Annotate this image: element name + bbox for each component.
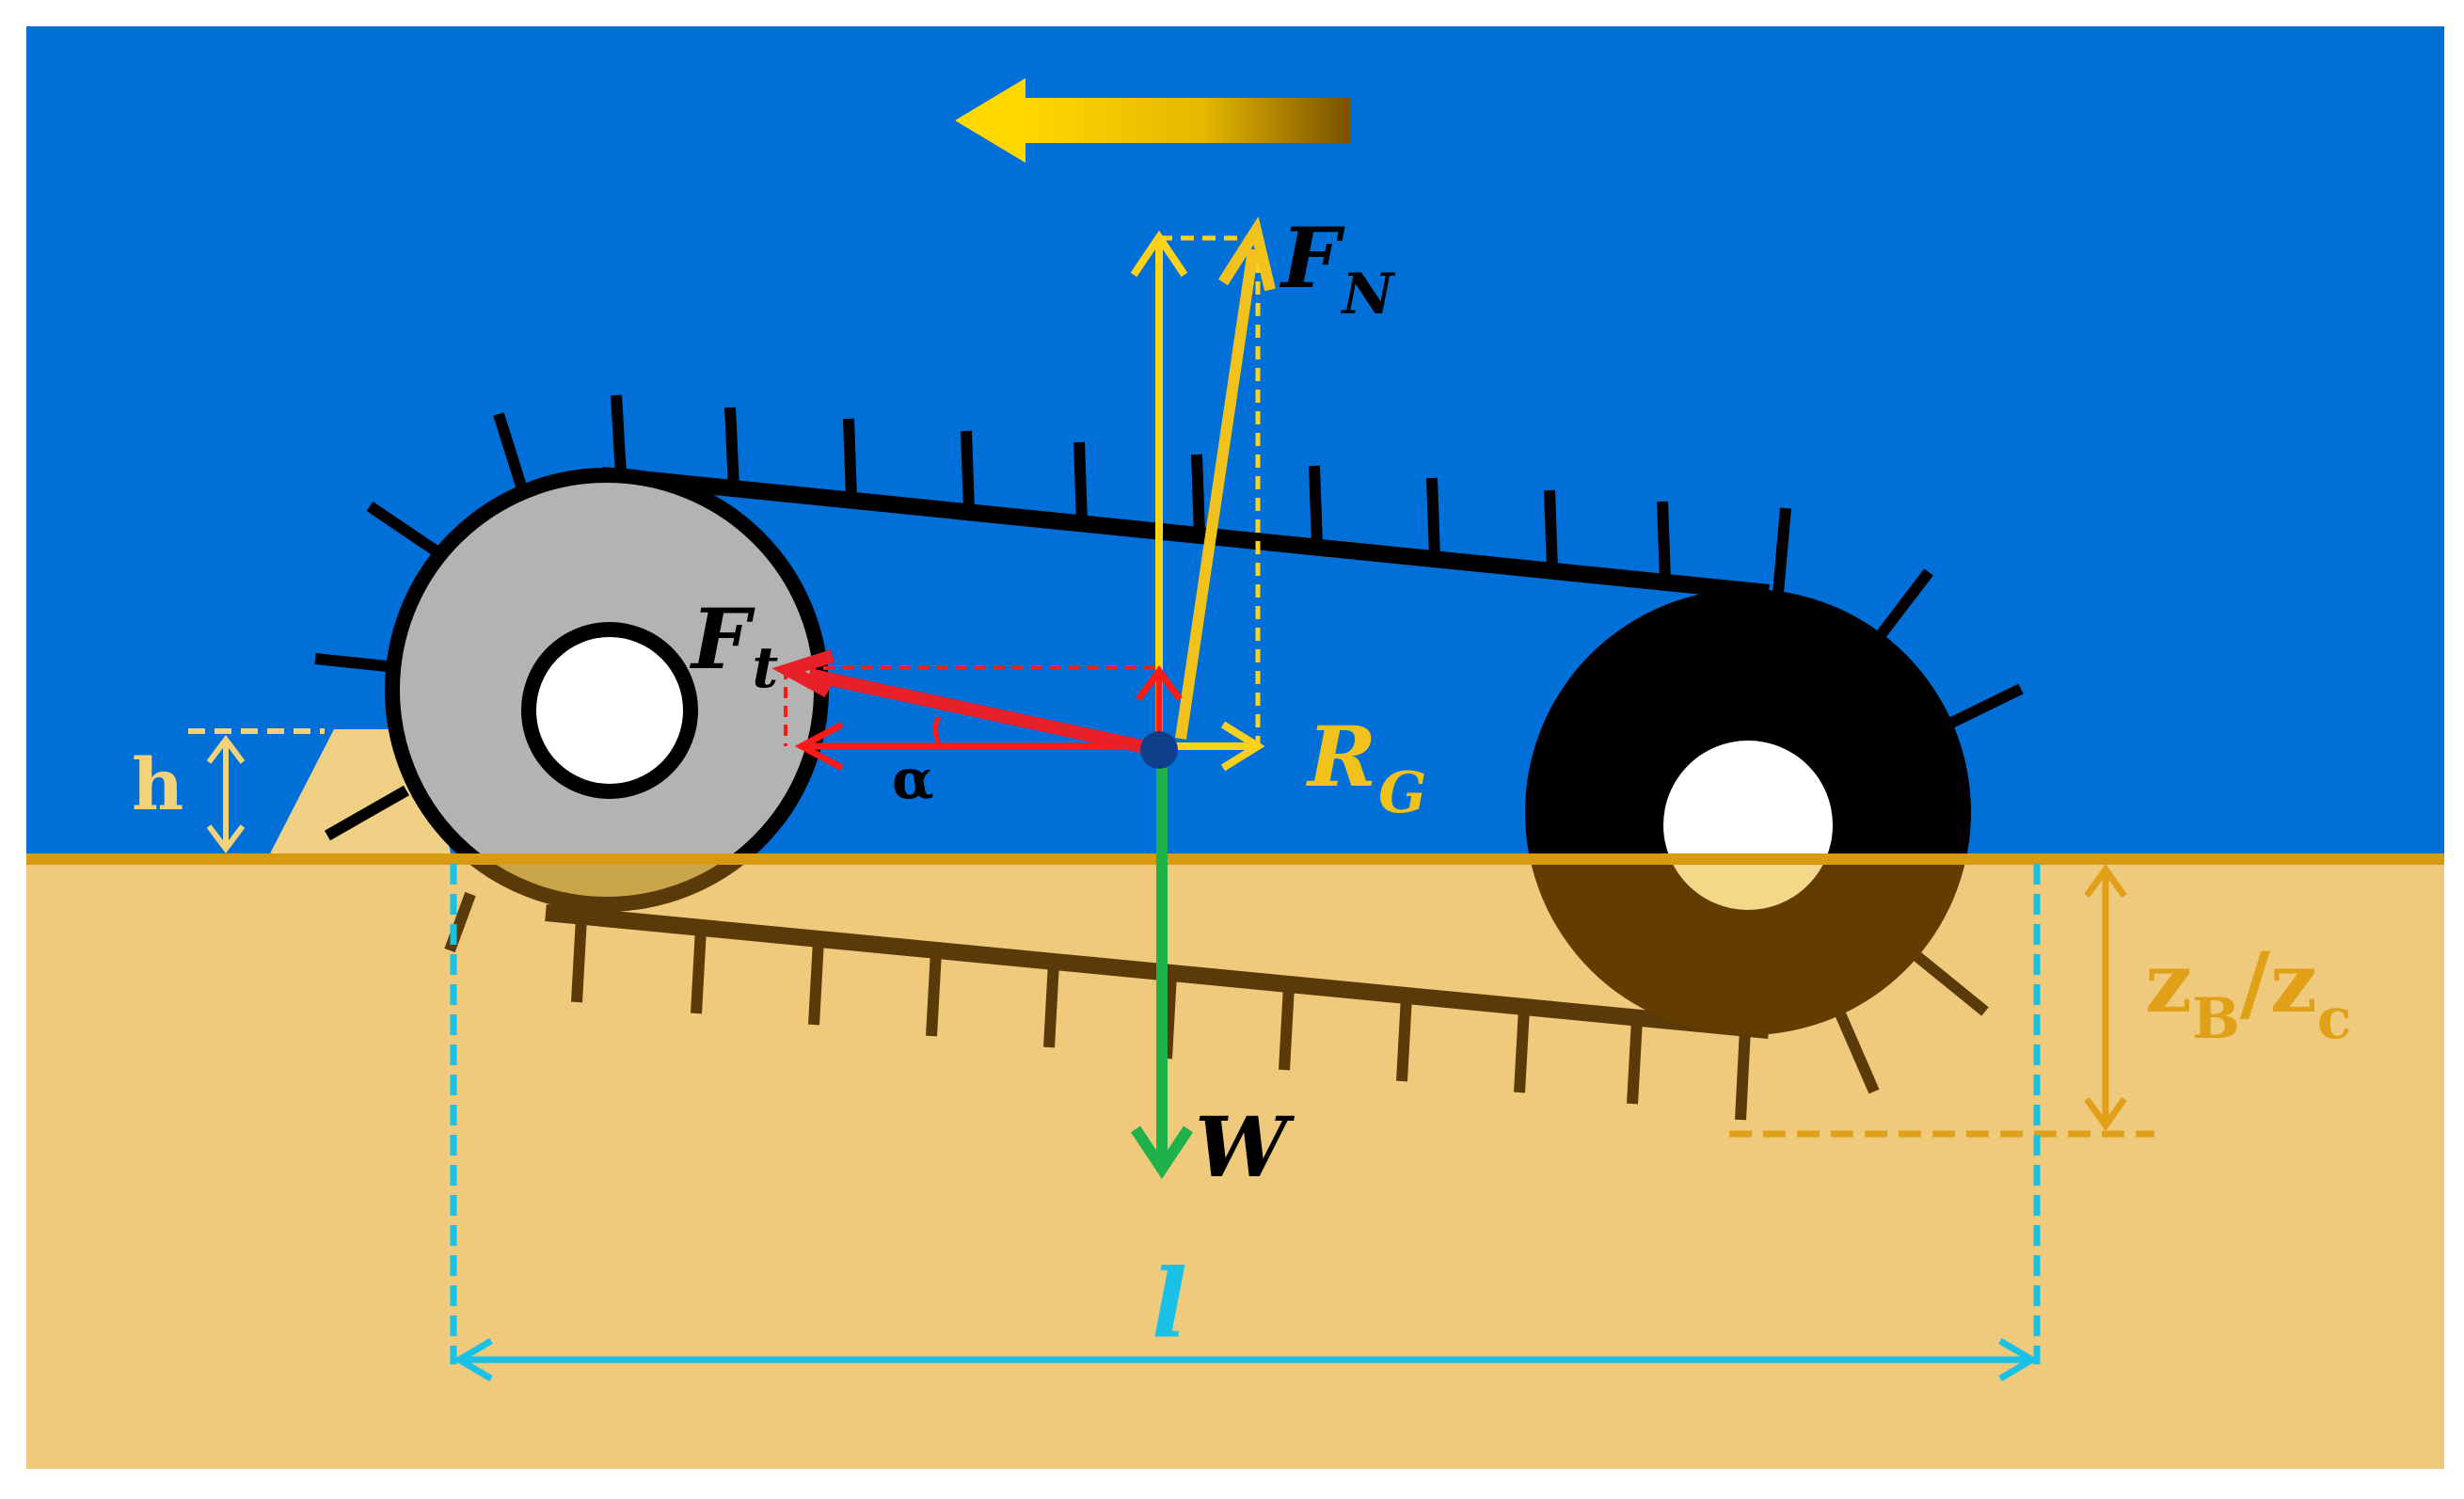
rear-wheel-hub — [1663, 741, 1833, 857]
sand-region — [26, 857, 2444, 1469]
label-w: W — [1195, 1098, 1296, 1196]
motion-direction-arrow — [955, 78, 1350, 163]
weight-force-group — [1131, 757, 1193, 1179]
label-h: h — [132, 742, 183, 826]
rear-wheel — [1525, 589, 1971, 1035]
h-dimension — [188, 728, 325, 853]
center-of-mass-point — [1140, 731, 1178, 769]
label-l: l — [1152, 1248, 1187, 1359]
label-alpha: α — [892, 747, 934, 811]
length-dimension — [450, 864, 2041, 1382]
label-rg: RG — [1305, 708, 1426, 826]
label-zb-zc: zB/zc — [2145, 933, 2351, 1052]
front-wheel-hub — [521, 622, 698, 799]
angle-alpha-arc — [932, 715, 942, 745]
normal-force-group — [1130, 215, 1276, 772]
front-wheel — [385, 468, 829, 912]
label-fn: FN — [1279, 209, 1395, 327]
label-ft: Ft — [689, 590, 778, 701]
traction-force-group — [771, 649, 1183, 772]
depth-dimension — [1729, 863, 2154, 1138]
